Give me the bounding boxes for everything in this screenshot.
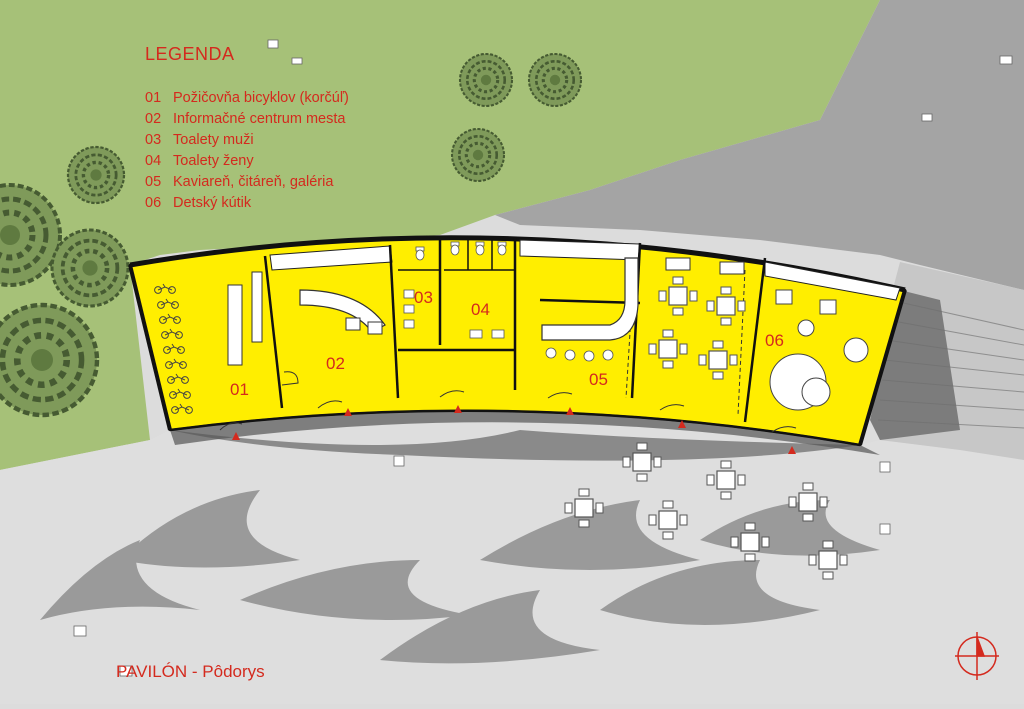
kids-furniture bbox=[769, 289, 869, 411]
entrance-arrows bbox=[232, 405, 796, 454]
entrance-arrow-icon bbox=[454, 405, 462, 413]
room-label-05: 05 bbox=[589, 370, 608, 389]
toilet-icon bbox=[497, 241, 507, 256]
cafe-counter bbox=[541, 257, 639, 341]
entrance-arrow-icon bbox=[566, 407, 574, 415]
site-objects bbox=[73, 39, 1013, 677]
north-arrow-icon bbox=[955, 632, 999, 680]
tree-icon bbox=[0, 305, 97, 415]
tree-icon bbox=[460, 54, 512, 106]
toilet-icon bbox=[415, 246, 425, 261]
toilet-icon bbox=[475, 241, 485, 256]
room-label-06: 06 bbox=[765, 331, 784, 350]
tree-icon bbox=[52, 230, 128, 306]
drawing-title: PAVILÓN - Pôdorys bbox=[116, 662, 265, 681]
pavilion-building bbox=[128, 235, 907, 447]
toilet-icon bbox=[450, 241, 460, 256]
entrance-arrow-icon bbox=[232, 432, 240, 440]
doors bbox=[219, 371, 797, 433]
room-label-04: 04 bbox=[471, 300, 490, 319]
road-area bbox=[495, 0, 1024, 290]
wall-shelf bbox=[251, 271, 263, 343]
legend-title: LEGENDA bbox=[145, 44, 235, 64]
building-shadow bbox=[170, 405, 880, 455]
bike-counter bbox=[227, 284, 243, 366]
toilets bbox=[403, 241, 507, 339]
entrance-arrow-icon bbox=[678, 420, 686, 428]
tree-icon bbox=[452, 129, 504, 181]
room-label-02: 02 bbox=[326, 354, 345, 373]
grass-area bbox=[0, 0, 880, 470]
tree-icon bbox=[68, 147, 124, 203]
room-label-03: 03 bbox=[414, 288, 433, 307]
entrance-arrow-icon bbox=[788, 446, 796, 454]
tree-icon bbox=[529, 54, 581, 106]
room-label-01: 01 bbox=[230, 380, 249, 399]
entrance-arrow-icon bbox=[344, 408, 352, 416]
shadows bbox=[40, 430, 880, 664]
